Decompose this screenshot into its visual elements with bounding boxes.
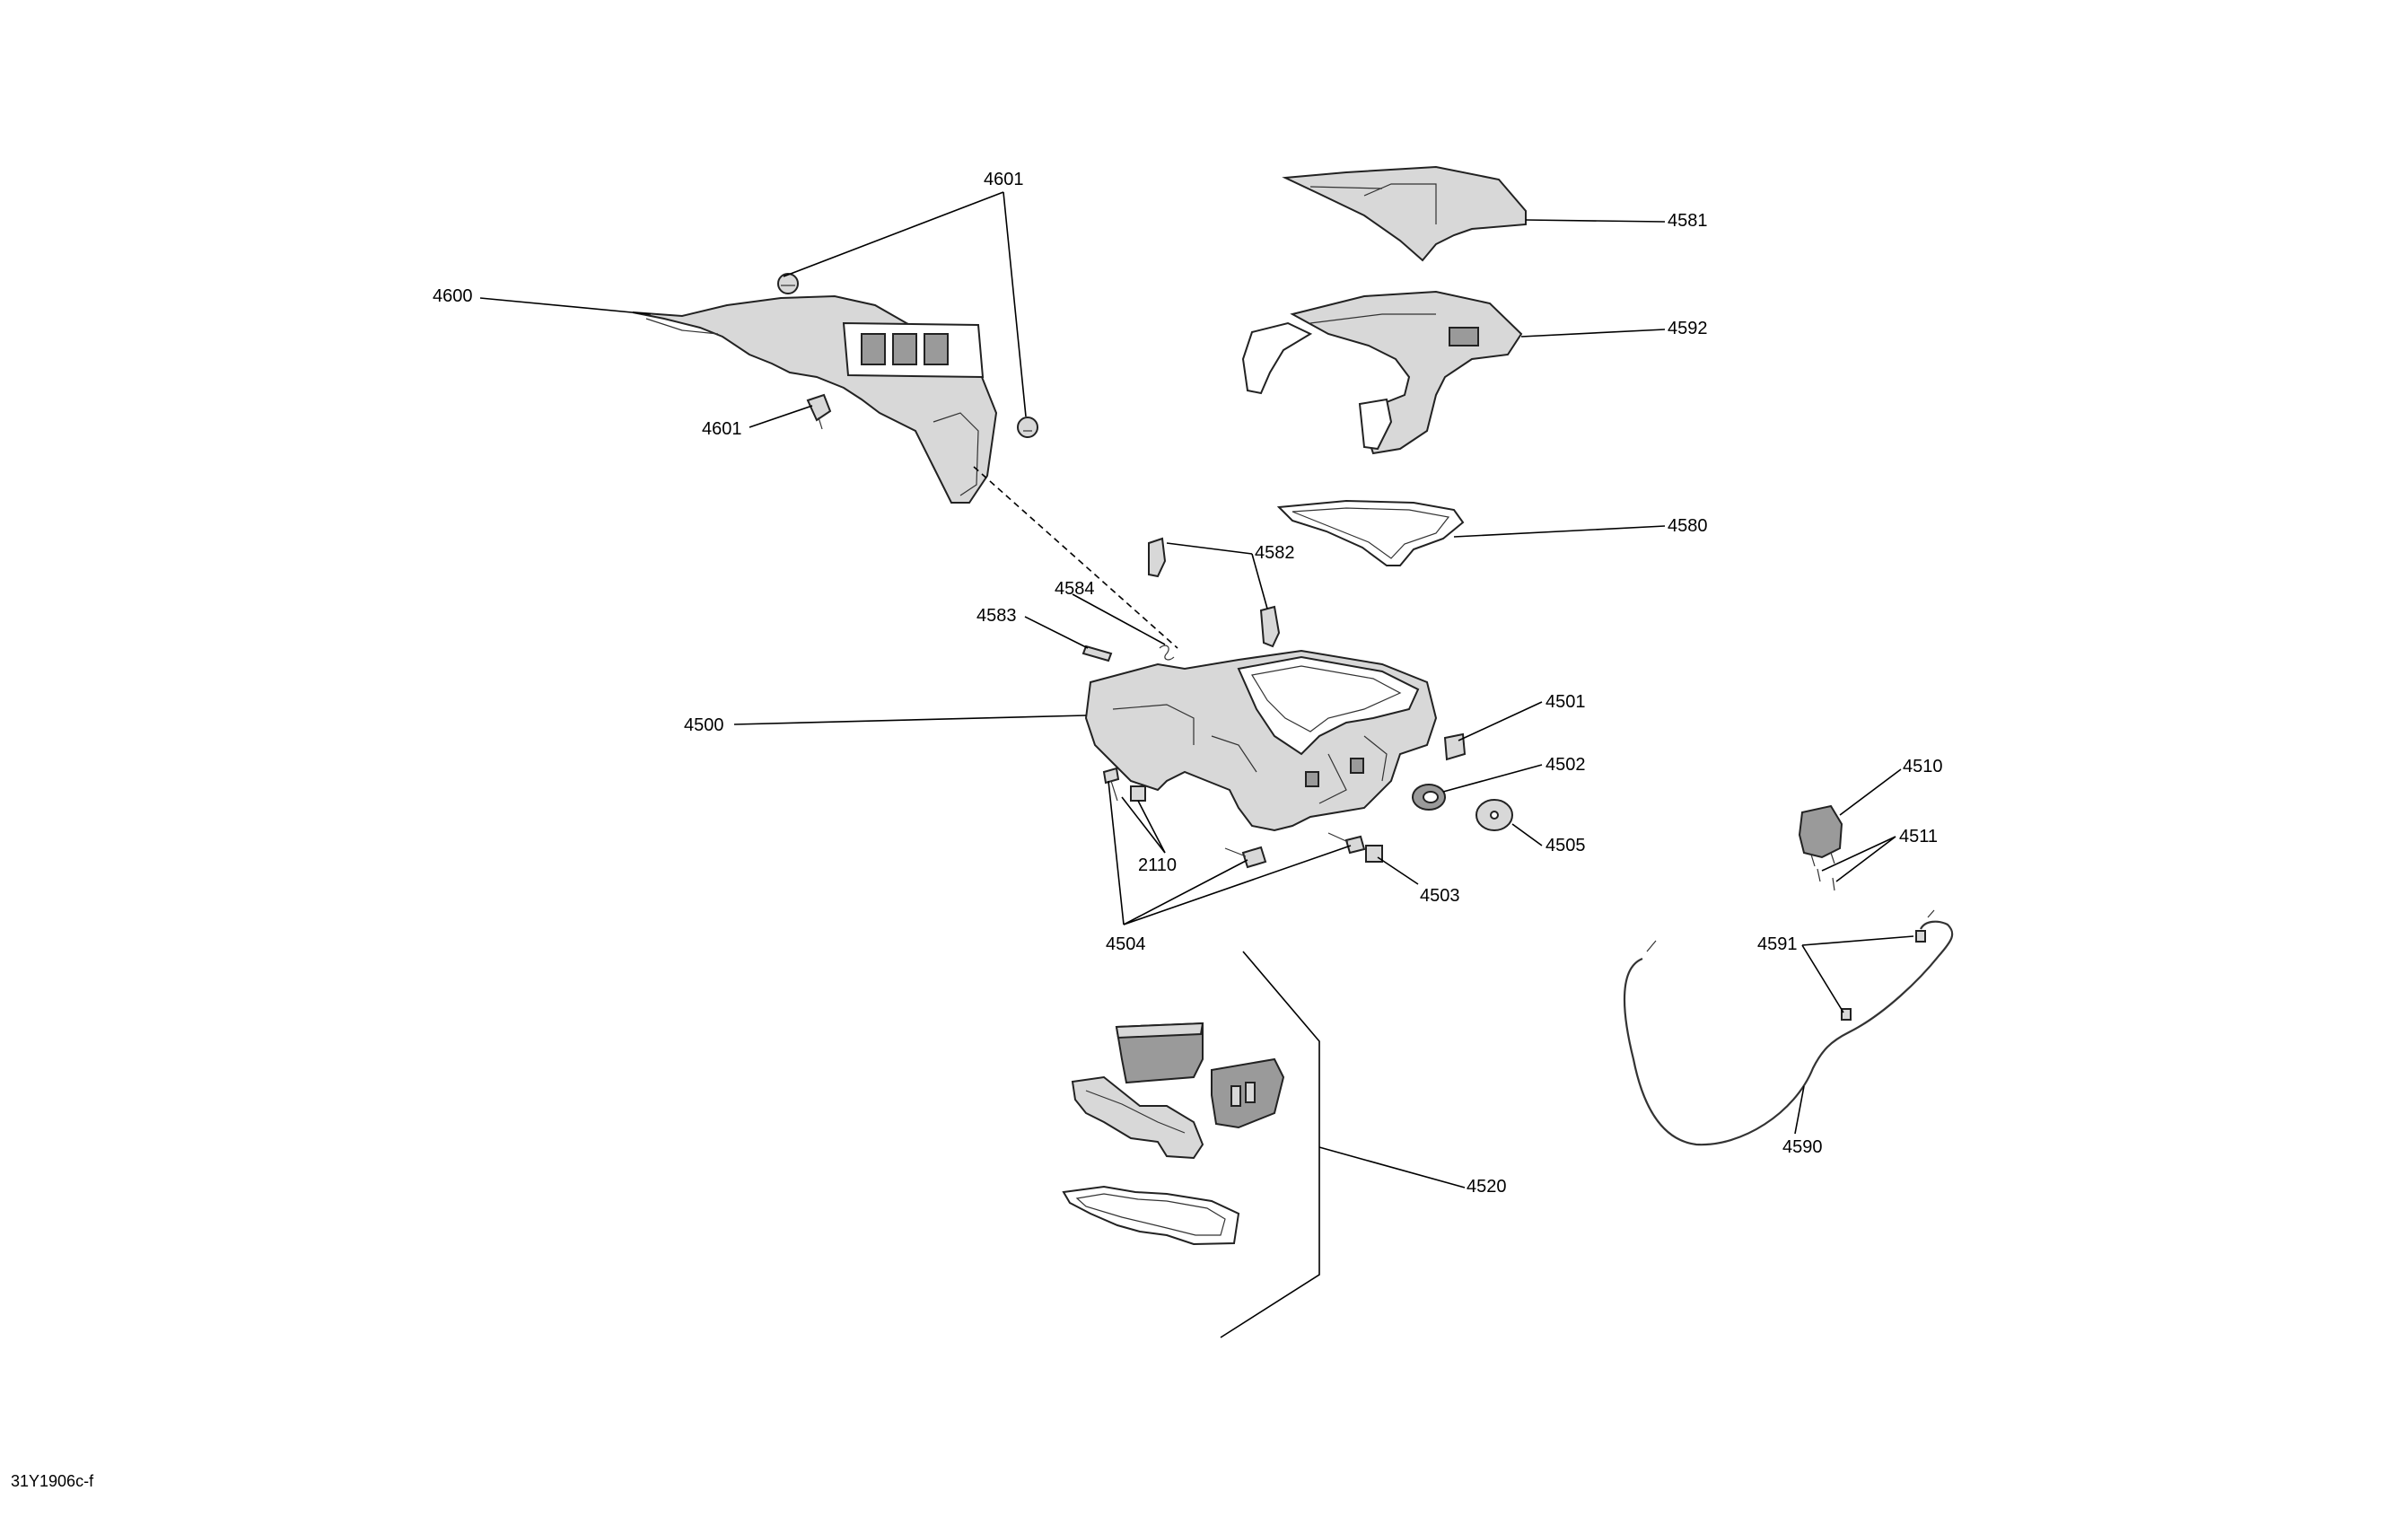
part-4504-screw-left (1102, 767, 1120, 802)
callout-4510: 4510 (1903, 757, 1943, 776)
part-4520-pad (1062, 1185, 1240, 1246)
part-4581-top-cap (1282, 165, 1527, 262)
callout-4503: 4503 (1420, 886, 1460, 906)
part-4601-fastener-top (777, 273, 799, 294)
part-4520-bracket (1071, 1075, 1204, 1160)
callout-4500: 4500 (684, 715, 724, 735)
callout-4592: 4592 (1668, 319, 1708, 338)
part-4510-switch (1798, 804, 1843, 867)
callout-4590: 4590 (1782, 1137, 1823, 1157)
part-4600-front-cover (632, 294, 998, 504)
callout-4600: 4600 (433, 286, 473, 306)
part-4511-screw-b (1832, 877, 1835, 891)
callout-4504: 4504 (1106, 934, 1146, 954)
part-4601-fastener-right (1017, 417, 1038, 438)
part-4601-fastener-left (806, 393, 832, 430)
part-4502-grommet (1412, 784, 1446, 811)
callout-4583: 4583 (976, 606, 1017, 626)
part-2110-nut-left (1130, 785, 1146, 802)
part-4505-washer (1475, 799, 1513, 831)
diagram-id-label: 31Y1906c-f (11, 1472, 94, 1490)
callout-4502: 4502 (1545, 755, 1586, 775)
part-4504-screw-mid (1224, 846, 1267, 869)
part-4520-block-top (1115, 1022, 1204, 1084)
callout-4511: 4511 (1899, 827, 1939, 846)
callout-4581: 4581 (1668, 211, 1708, 231)
part-4591-tie-a (1915, 930, 1926, 943)
part-4592-instrument-frame (1241, 290, 1523, 455)
callout-4584: 4584 (1055, 579, 1095, 599)
part-4504-screw-right (1327, 832, 1366, 855)
part-4582-clip-right (1259, 605, 1281, 648)
part-4580-gasket (1276, 499, 1465, 566)
part-4520-block-right (1211, 1057, 1285, 1129)
callout-4601-left: 4601 (702, 419, 742, 439)
callout-4591: 4591 (1757, 934, 1798, 954)
callout-4520: 4520 (1467, 1177, 1507, 1197)
part-4511-screw-a (1817, 868, 1821, 882)
callout-4580: 4580 (1668, 516, 1708, 536)
part-4582-clip-left (1148, 537, 1167, 578)
part-4500-main-housing (1084, 649, 1438, 832)
part-4584-spring (1159, 645, 1175, 661)
part-4590-cable (1623, 909, 1954, 1146)
callout-4582: 4582 (1255, 543, 1295, 563)
part-4591-tie-b (1841, 1008, 1852, 1021)
part-4501-clip (1443, 732, 1467, 761)
callout-4505: 4505 (1545, 836, 1586, 855)
callout-2110: 2110 (1138, 855, 1178, 875)
leader-lines (479, 191, 1914, 1338)
callout-4601-top: 4601 (984, 170, 1024, 189)
callout-4501: 4501 (1545, 692, 1586, 712)
part-4583-pin (1081, 645, 1113, 662)
